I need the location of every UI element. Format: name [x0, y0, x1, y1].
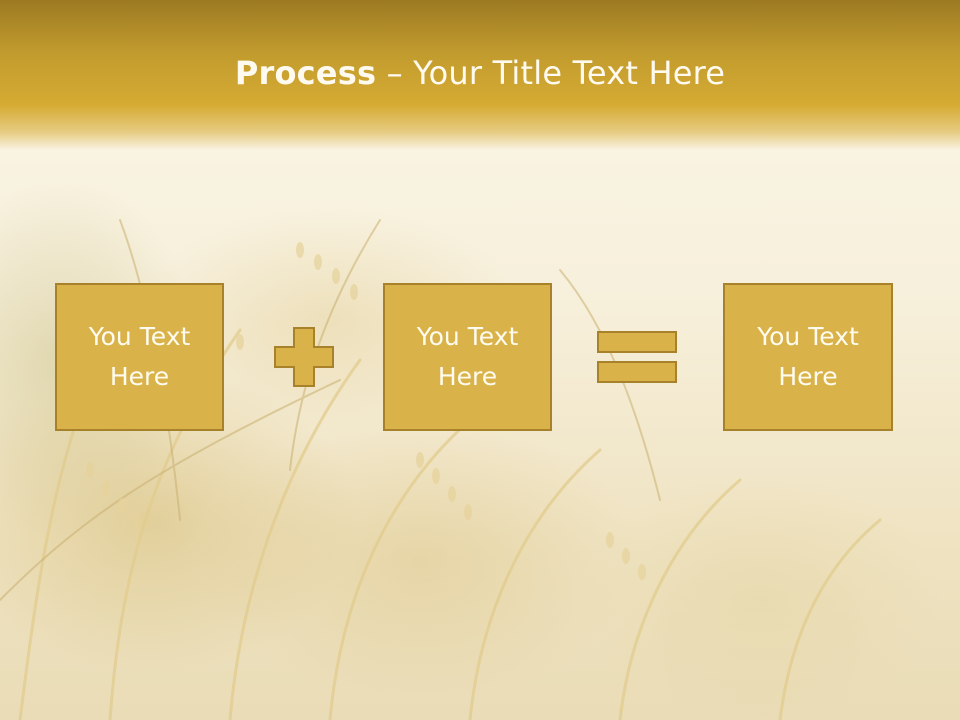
- box-3-line-2: Here: [778, 362, 838, 391]
- title-rest-text: – Your Title Text Here: [376, 54, 726, 92]
- slide-title: Process – Your Title Text Here: [0, 54, 960, 92]
- process-box-1[interactable]: You Text Here: [55, 283, 224, 431]
- process-box-2[interactable]: You Text Here: [383, 283, 552, 431]
- box-1-line-1: You Text: [88, 322, 191, 351]
- process-box-3[interactable]: You Text Here: [723, 283, 893, 431]
- box-1-line-2: Here: [109, 362, 170, 391]
- equals-icon: [597, 331, 677, 383]
- title-bar: Process – Your Title Text Here: [0, 0, 960, 150]
- plus-icon: [274, 327, 334, 387]
- box-3-line-1: You Text: [757, 322, 859, 351]
- box-2-line-2: Here: [437, 362, 498, 391]
- title-bold-text: Process: [234, 54, 377, 92]
- box-2-line-1: You Text: [416, 322, 519, 351]
